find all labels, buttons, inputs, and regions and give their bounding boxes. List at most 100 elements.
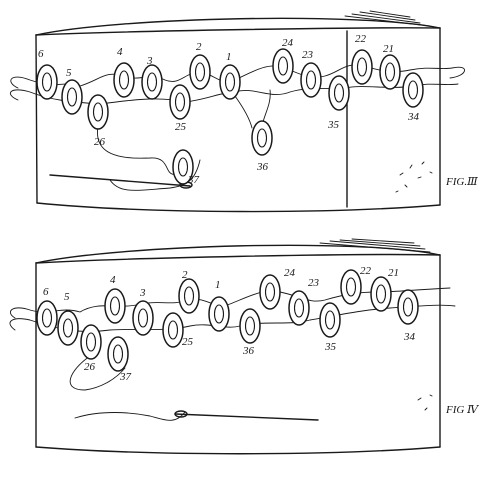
ring-label: 24 bbox=[282, 37, 294, 49]
ring: 3 bbox=[141, 55, 163, 100]
ring-hole bbox=[174, 92, 186, 112]
ring: 22 bbox=[340, 265, 372, 305]
ring-hole bbox=[66, 87, 78, 107]
ring: 4 bbox=[113, 46, 135, 98]
ring: 2 bbox=[178, 269, 200, 314]
ring-label: 25 bbox=[175, 121, 187, 133]
ring-hole bbox=[293, 298, 305, 318]
ring-hole bbox=[92, 102, 104, 122]
ring: 24 bbox=[272, 37, 294, 84]
ring-label: 36 bbox=[256, 161, 269, 173]
ring-hole bbox=[345, 277, 357, 297]
ring-label: 26 bbox=[84, 361, 96, 373]
ring: 25 bbox=[162, 312, 194, 348]
ring-label: 1 bbox=[215, 279, 221, 291]
ring: 1 bbox=[208, 279, 230, 332]
figure-caption: FIG.Ⅲ bbox=[445, 176, 478, 188]
ring-hole bbox=[384, 62, 396, 82]
ring: 22 bbox=[351, 33, 373, 85]
ring-label: 23 bbox=[302, 49, 314, 61]
ring-hole bbox=[177, 157, 189, 177]
ring-label: 1 bbox=[226, 51, 232, 63]
ring-hole bbox=[41, 72, 53, 92]
ring-label: 2 bbox=[182, 269, 188, 281]
ring-hole bbox=[256, 128, 268, 148]
ring-hole bbox=[146, 72, 158, 92]
ring-hole bbox=[356, 57, 368, 77]
ring: 37 bbox=[172, 149, 200, 186]
ring-label: 37 bbox=[187, 174, 200, 186]
ring-hole bbox=[264, 282, 276, 302]
ring-hole bbox=[137, 308, 149, 328]
band-outline bbox=[35, 10, 441, 213]
ring-hole bbox=[333, 83, 345, 103]
needle bbox=[49, 174, 193, 189]
ring-label: 34 bbox=[403, 331, 416, 343]
ring-hole bbox=[244, 316, 256, 336]
ring-hole bbox=[118, 70, 130, 90]
ring-hole bbox=[213, 304, 225, 324]
ring: 5 bbox=[61, 67, 83, 115]
ring: 23 bbox=[288, 277, 320, 326]
ring-label: 2 bbox=[196, 41, 202, 53]
ring: 37 bbox=[107, 336, 132, 383]
ring: 35 bbox=[319, 302, 341, 353]
ring-hole bbox=[85, 332, 97, 352]
ring-label: 4 bbox=[110, 274, 116, 286]
ring-label: 34 bbox=[407, 111, 420, 123]
ring: 4 bbox=[104, 274, 126, 324]
ring-hole bbox=[324, 310, 336, 330]
ring: 35 bbox=[327, 75, 350, 131]
ring-label: 35 bbox=[327, 119, 340, 131]
ring: 6 bbox=[36, 48, 58, 100]
ring: 3 bbox=[132, 287, 154, 336]
ring: 34 bbox=[397, 289, 419, 343]
ring-hole bbox=[402, 297, 414, 317]
ring-hole bbox=[194, 62, 206, 82]
ring: 1 bbox=[219, 51, 241, 100]
ring-hole bbox=[167, 320, 179, 340]
ring-label: 6 bbox=[38, 48, 44, 60]
ring-label: 21 bbox=[383, 43, 394, 55]
ring-label: 25 bbox=[182, 336, 194, 348]
ring-label: 24 bbox=[284, 267, 296, 279]
ring-hole bbox=[183, 286, 195, 306]
ring: 2 bbox=[189, 41, 211, 90]
ring: 5 bbox=[57, 291, 79, 346]
ring-group: 6 5 26 4 3 2 25 1 24 23 36 37 22 21 35 34 bbox=[36, 33, 424, 186]
ring-hole bbox=[112, 344, 124, 364]
ring: 34 bbox=[402, 72, 424, 123]
ring-label: 23 bbox=[308, 277, 320, 289]
ring: 36 bbox=[239, 308, 261, 357]
ring: 24 bbox=[259, 267, 296, 310]
ring-label: 35 bbox=[324, 341, 337, 353]
needle bbox=[174, 410, 319, 421]
ring-label: 4 bbox=[117, 46, 123, 58]
figure-3: 6 5 26 4 3 2 25 1 24 23 36 37 22 21 35 34 FIG.Ⅲ bbox=[9, 10, 478, 213]
ring-label: 21 bbox=[388, 267, 399, 279]
ring: 25 bbox=[169, 84, 191, 133]
ring-label: 37 bbox=[119, 371, 132, 383]
band-outline bbox=[35, 238, 441, 455]
ring: 21 bbox=[379, 43, 401, 90]
ring-hole bbox=[109, 296, 121, 316]
ring-label: 3 bbox=[139, 287, 146, 299]
ring: 36 bbox=[251, 120, 273, 173]
ring-hole bbox=[62, 318, 74, 338]
ring: 21 bbox=[370, 267, 399, 312]
ring-label: 5 bbox=[66, 67, 72, 79]
ring-hole bbox=[224, 72, 236, 92]
ring: 26 bbox=[87, 94, 109, 148]
ring-label: 22 bbox=[355, 33, 367, 45]
ring-hole bbox=[277, 56, 289, 76]
ring-label: 3 bbox=[146, 55, 153, 67]
ring-hole bbox=[375, 284, 387, 304]
threading-cord bbox=[9, 287, 456, 421]
ring: 26 bbox=[80, 324, 102, 373]
ring: 23 bbox=[300, 49, 322, 98]
ring-hole bbox=[407, 80, 419, 100]
ring-label: 22 bbox=[360, 265, 372, 277]
ring-hole bbox=[41, 308, 53, 328]
